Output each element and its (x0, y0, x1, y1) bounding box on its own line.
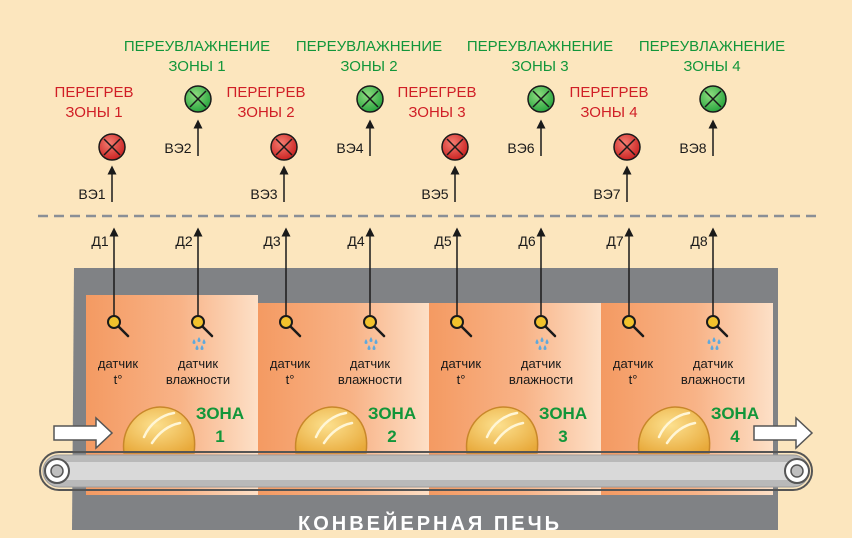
zone-label: ЗОНА (539, 404, 587, 423)
zone-label: ЗОНА (711, 404, 759, 423)
output-arrow (753, 416, 814, 450)
humidity-sensor-id: Д2 (175, 233, 192, 249)
input-arrow (53, 416, 114, 450)
humidity-sensor-caption-kind: влажности (166, 372, 230, 387)
overheat-title: ПЕРЕГРЕВ (570, 84, 649, 101)
humidity-zone: ЗОНЫ 1 (168, 58, 225, 75)
humidity-output-id: ВЭ6 (507, 140, 534, 156)
humidity-lamp-icon (699, 85, 727, 113)
overheat-lamp-icon (613, 133, 641, 161)
bread-loaf (465, 406, 539, 454)
overheat-output-id: ВЭ7 (593, 186, 620, 202)
bread-loaf (122, 406, 196, 454)
overheat-lamp-icon (270, 133, 298, 161)
humidity-sensor-caption-kind: влажности (509, 372, 573, 387)
humidity-sensor-id: Д6 (518, 233, 535, 249)
humidity-sensor-caption: датчик (350, 356, 391, 371)
temperature-sensor-icon (450, 315, 473, 338)
temperature-sensor-icon (622, 315, 645, 338)
temp-sensor-caption: датчик (270, 356, 311, 371)
overheat-output-id: ВЭ3 (250, 186, 277, 202)
zone-number: 4 (730, 427, 740, 446)
humidity-lamp-icon (356, 85, 384, 113)
humidity-sensor-icon (534, 315, 557, 338)
humidity-sensor-caption-kind: влажности (338, 372, 402, 387)
humidity-sensor-icon (706, 315, 729, 338)
humidity-lamp-icon (527, 85, 555, 113)
humidity-sensor-caption: датчик (693, 356, 734, 371)
temp-sensor-id: Д7 (606, 233, 623, 249)
humidity-sensor-icon (191, 315, 214, 338)
humidity-title: ПЕРЕУВЛАЖНЕНИЕ (639, 38, 785, 55)
temp-sensor-id: Д3 (263, 233, 280, 249)
humidity-zone: ЗОНЫ 3 (511, 58, 568, 75)
overheat-output-id: ВЭ1 (78, 186, 105, 202)
humidity-zone: ЗОНЫ 2 (340, 58, 397, 75)
oven-title: КОНВЕЙЕРНАЯ ПЕЧЬ (298, 511, 562, 535)
temp-sensor-caption-unit: t° (457, 372, 466, 387)
temperature-sensor-icon (279, 315, 302, 338)
humidity-output-id: ВЭ8 (679, 140, 706, 156)
humidity-zone: ЗОНЫ 4 (683, 58, 740, 75)
humidity-output-id: ВЭ4 (336, 140, 363, 156)
bread-loaf (294, 406, 368, 454)
water-drops-icon (535, 337, 549, 350)
temp-sensor-caption-unit: t° (286, 372, 295, 387)
humidity-title: ПЕРЕУВЛАЖНЕНИЕ (467, 38, 613, 55)
humidity-sensor-caption-kind: влажности (681, 372, 745, 387)
overheat-zone: ЗОНЫ 1 (65, 104, 122, 121)
temp-sensor-caption-unit: t° (629, 372, 638, 387)
humidity-sensor-icon (363, 315, 386, 338)
humidity-sensor-caption: датчик (178, 356, 219, 371)
temp-sensor-id: Д1 (91, 233, 108, 249)
overheat-zone: ЗОНЫ 2 (237, 104, 294, 121)
water-drops-icon (707, 337, 721, 350)
humidity-lamp-icon (184, 85, 212, 113)
temperature-sensor-icon (107, 315, 130, 338)
conveyor-belt (39, 451, 813, 491)
water-drops-icon (364, 337, 378, 350)
water-drops-icon (192, 337, 206, 350)
zone-label: ЗОНА (368, 404, 416, 423)
temp-sensor-caption: датчик (613, 356, 654, 371)
overheat-output-id: ВЭ5 (421, 186, 448, 202)
overheat-lamp-icon (98, 133, 126, 161)
bread-loaf (637, 406, 711, 454)
overheat-lamp-icon (441, 133, 469, 161)
zone-label: ЗОНА (196, 404, 244, 423)
overheat-title: ПЕРЕГРЕВ (398, 84, 477, 101)
temp-sensor-id: Д5 (434, 233, 451, 249)
humidity-title: ПЕРЕУВЛАЖНЕНИЕ (296, 38, 442, 55)
humidity-sensor-id: Д4 (347, 233, 364, 249)
humidity-sensor-caption: датчик (521, 356, 562, 371)
humidity-output-id: ВЭ2 (164, 140, 191, 156)
temp-sensor-caption: датчик (98, 356, 139, 371)
overheat-zone: ЗОНЫ 4 (580, 104, 637, 121)
temp-sensor-caption: датчик (441, 356, 482, 371)
zone-number: 1 (215, 427, 224, 446)
zone-number: 3 (558, 427, 567, 446)
humidity-sensor-id: Д8 (690, 233, 707, 249)
overheat-title: ПЕРЕГРЕВ (55, 84, 134, 101)
overheat-zone: ЗОНЫ 3 (408, 104, 465, 121)
zone-number: 2 (387, 427, 396, 446)
temp-sensor-caption-unit: t° (114, 372, 123, 387)
overheat-title: ПЕРЕГРЕВ (227, 84, 306, 101)
humidity-title: ПЕРЕУВЛАЖНЕНИЕ (124, 38, 270, 55)
